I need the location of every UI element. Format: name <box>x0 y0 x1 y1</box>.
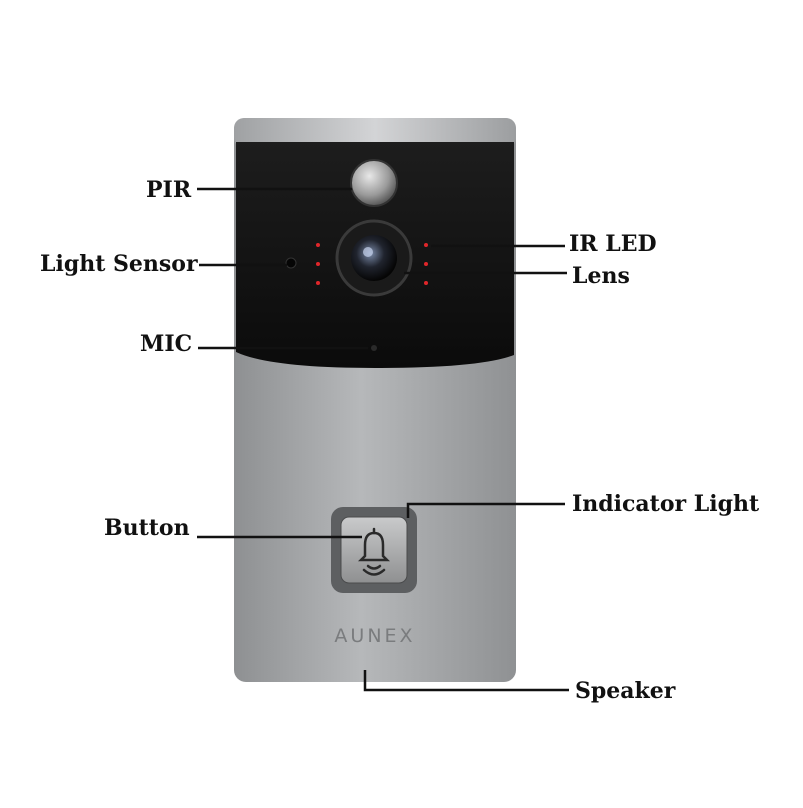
ir-led-dot <box>316 262 320 266</box>
label-speaker: Speaker <box>575 678 676 704</box>
label-mic: MIC <box>140 331 193 357</box>
label-button: Button <box>104 515 190 541</box>
label-ir-led: IR LED <box>569 231 657 257</box>
label-light-sensor: Light Sensor <box>40 251 198 277</box>
light-sensor-dot <box>285 257 297 269</box>
pir-sensor <box>350 159 398 207</box>
doorbell-top-cap <box>234 118 516 148</box>
label-lens: Lens <box>572 263 630 289</box>
brand-logo: AUNEX <box>334 625 415 647</box>
ir-led-group <box>316 243 428 285</box>
leader-lines <box>197 187 569 692</box>
indicator-light-leader <box>406 502 565 518</box>
ir-led-dot <box>316 243 320 247</box>
doorbell-button-face <box>340 516 408 584</box>
ir-led-dot <box>424 243 428 247</box>
mic-hole <box>371 345 377 351</box>
ir-led-dot <box>316 281 320 285</box>
ir-led-dot <box>424 281 428 285</box>
ir-led-dot <box>424 262 428 266</box>
label-indicator-light: Indicator Light <box>572 491 760 517</box>
speaker-leader <box>363 670 569 692</box>
bell-icon <box>357 527 391 576</box>
lens-highlight <box>363 247 373 257</box>
lens-icon <box>351 235 397 281</box>
label-pir: PIR <box>146 177 192 203</box>
